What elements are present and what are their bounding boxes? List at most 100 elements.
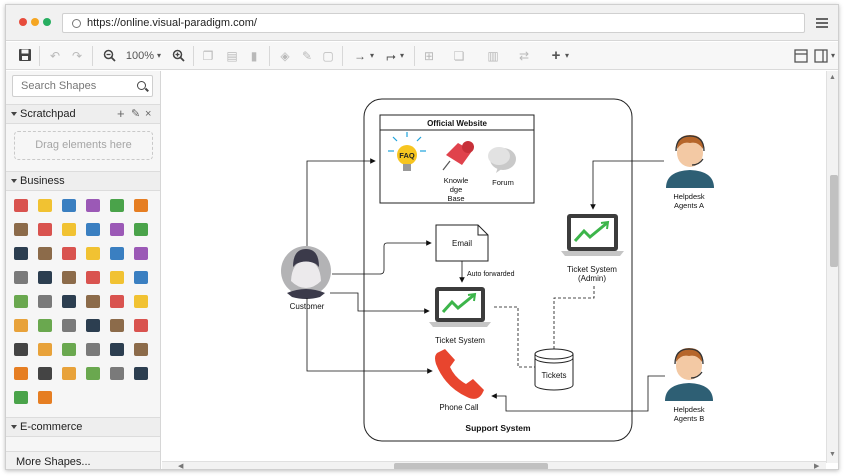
agent-b-to-phone-connector[interactable]: [491, 375, 665, 412]
business-shape-icon[interactable]: [110, 271, 124, 284]
more-shapes-button[interactable]: More Shapes...: [6, 451, 160, 469]
business-shape-icon[interactable]: [86, 295, 100, 308]
agent-a-to-admin-connector[interactable]: [590, 160, 664, 210]
business-shape-icon[interactable]: [110, 223, 124, 236]
zoom-dropdown-icon[interactable]: ▾: [156, 51, 161, 60]
search-icon[interactable]: [137, 81, 146, 90]
business-shape-icon[interactable]: [134, 367, 148, 380]
insert-dropdown-icon[interactable]: ▾: [564, 51, 569, 60]
address-bar[interactable]: https://online.visual-paradigm.com/: [62, 13, 805, 33]
business-shape-icon[interactable]: [62, 319, 76, 332]
business-shape-icon[interactable]: [134, 223, 148, 236]
business-shape-icon[interactable]: [14, 319, 28, 332]
business-shape-icon[interactable]: [38, 247, 52, 260]
business-header[interactable]: Business: [6, 171, 160, 191]
connector-dropdown-icon[interactable]: ▾: [369, 51, 374, 60]
business-shape-icon[interactable]: [38, 271, 52, 284]
business-shape-icon[interactable]: [38, 223, 52, 236]
business-shape-icon[interactable]: [38, 343, 52, 356]
business-shape-icon[interactable]: [62, 199, 76, 212]
customer-avatar[interactable]: [281, 246, 331, 299]
business-shape-icon[interactable]: [134, 199, 148, 212]
business-shape-icon[interactable]: [14, 199, 28, 212]
vertical-scrollbar[interactable]: ▲ ▼: [826, 71, 838, 463]
vertical-scroll-thumb[interactable]: [830, 175, 838, 267]
zoom-out-icon[interactable]: [103, 49, 116, 62]
ticket-system-admin-laptop[interactable]: [561, 214, 624, 256]
business-shape-icon[interactable]: [62, 295, 76, 308]
business-shape-icon[interactable]: [110, 247, 124, 260]
business-shape-icon[interactable]: [14, 271, 28, 284]
business-shape-icon[interactable]: [38, 391, 52, 404]
forum-icon[interactable]: [488, 147, 516, 173]
horizontal-scrollbar[interactable]: ◀ ▶: [162, 461, 826, 470]
business-shape-icon[interactable]: [110, 295, 124, 308]
business-shape-icon[interactable]: [14, 367, 28, 380]
business-shape-icon[interactable]: [14, 343, 28, 356]
arrange-icon[interactable]: ❏: [453, 49, 465, 63]
business-shape-icon[interactable]: [14, 391, 28, 404]
zoom-in-icon[interactable]: [172, 49, 185, 62]
business-shape-icon[interactable]: [134, 295, 148, 308]
zoom-level[interactable]: 100%: [125, 50, 155, 62]
scratchpad-drop-area[interactable]: Drag elements here: [14, 131, 153, 160]
close-icon[interactable]: ×: [145, 108, 152, 120]
collapse-icon[interactable]: [11, 112, 17, 116]
business-shape-icon[interactable]: [110, 343, 124, 356]
waypoint-dropdown-icon[interactable]: ▾: [399, 51, 404, 60]
phone-call-icon[interactable]: [435, 349, 484, 399]
horizontal-scroll-thumb[interactable]: [394, 463, 548, 469]
browser-menu-icon[interactable]: [816, 18, 828, 30]
undo-icon[interactable]: ↶: [49, 49, 61, 63]
customer-to-website-connector[interactable]: [306, 158, 376, 246]
business-shape-icon[interactable]: [86, 343, 100, 356]
business-shape-icon[interactable]: [86, 223, 100, 236]
business-shape-icon[interactable]: [110, 199, 124, 212]
scroll-up-icon[interactable]: ▲: [829, 74, 836, 81]
shadow-icon[interactable]: ▢: [322, 49, 334, 63]
ticket-system-laptop[interactable]: [429, 287, 491, 327]
edit-icon[interactable]: ✎: [131, 108, 141, 120]
business-shape-icon[interactable]: [38, 367, 52, 380]
add-icon[interactable]: +: [117, 106, 125, 121]
maximize-window-icon[interactable]: [43, 18, 51, 26]
connector-style-icon[interactable]: →: [354, 49, 366, 63]
customer-to-ticket-system-connector[interactable]: [330, 292, 430, 314]
panel-dropdown-icon[interactable]: ▾: [830, 51, 835, 60]
email-document[interactable]: [435, 224, 489, 262]
business-shape-icon[interactable]: [86, 271, 100, 284]
copy-icon[interactable]: ❐: [202, 49, 214, 63]
diagram-canvas[interactable]: Support System Official Website FAQ: [162, 71, 826, 461]
support-system-container[interactable]: [363, 98, 633, 442]
page-info-icon[interactable]: [72, 19, 81, 28]
business-shape-icon[interactable]: [38, 295, 52, 308]
business-shape-icon[interactable]: [134, 319, 148, 332]
business-shape-icon[interactable]: [134, 271, 148, 284]
business-shape-icon[interactable]: [14, 295, 28, 308]
minimize-window-icon[interactable]: [31, 18, 39, 26]
redo-icon[interactable]: ↷: [71, 49, 83, 63]
business-shape-icon[interactable]: [134, 343, 148, 356]
business-shape-icon[interactable]: [62, 343, 76, 356]
scroll-down-icon[interactable]: ▼: [829, 451, 836, 458]
customer-to-email-connector[interactable]: [332, 240, 432, 275]
tickets-database[interactable]: [534, 348, 574, 391]
business-shape-icon[interactable]: [86, 367, 100, 380]
line-color-icon[interactable]: ✎: [301, 49, 313, 63]
ticket-system-to-database-connector[interactable]: [494, 306, 535, 368]
collapse-icon[interactable]: [11, 179, 17, 183]
fill-color-icon[interactable]: ◈: [280, 49, 290, 63]
helpdesk-agent-a-avatar[interactable]: [666, 135, 714, 188]
outline-panel-icon[interactable]: [814, 49, 828, 63]
business-shape-icon[interactable]: [62, 271, 76, 284]
faq-icon[interactable]: FAQ: [388, 132, 426, 171]
business-shape-icon[interactable]: [62, 223, 76, 236]
business-shape-icon[interactable]: [110, 367, 124, 380]
business-shape-icon[interactable]: [62, 247, 76, 260]
business-shape-icon[interactable]: [38, 199, 52, 212]
business-shape-icon[interactable]: [86, 247, 100, 260]
scroll-left-icon[interactable]: ◀: [178, 463, 184, 470]
format-panel-icon[interactable]: [794, 49, 808, 63]
business-shape-icon[interactable]: [38, 319, 52, 332]
ecommerce-header[interactable]: E-commerce: [6, 417, 160, 437]
